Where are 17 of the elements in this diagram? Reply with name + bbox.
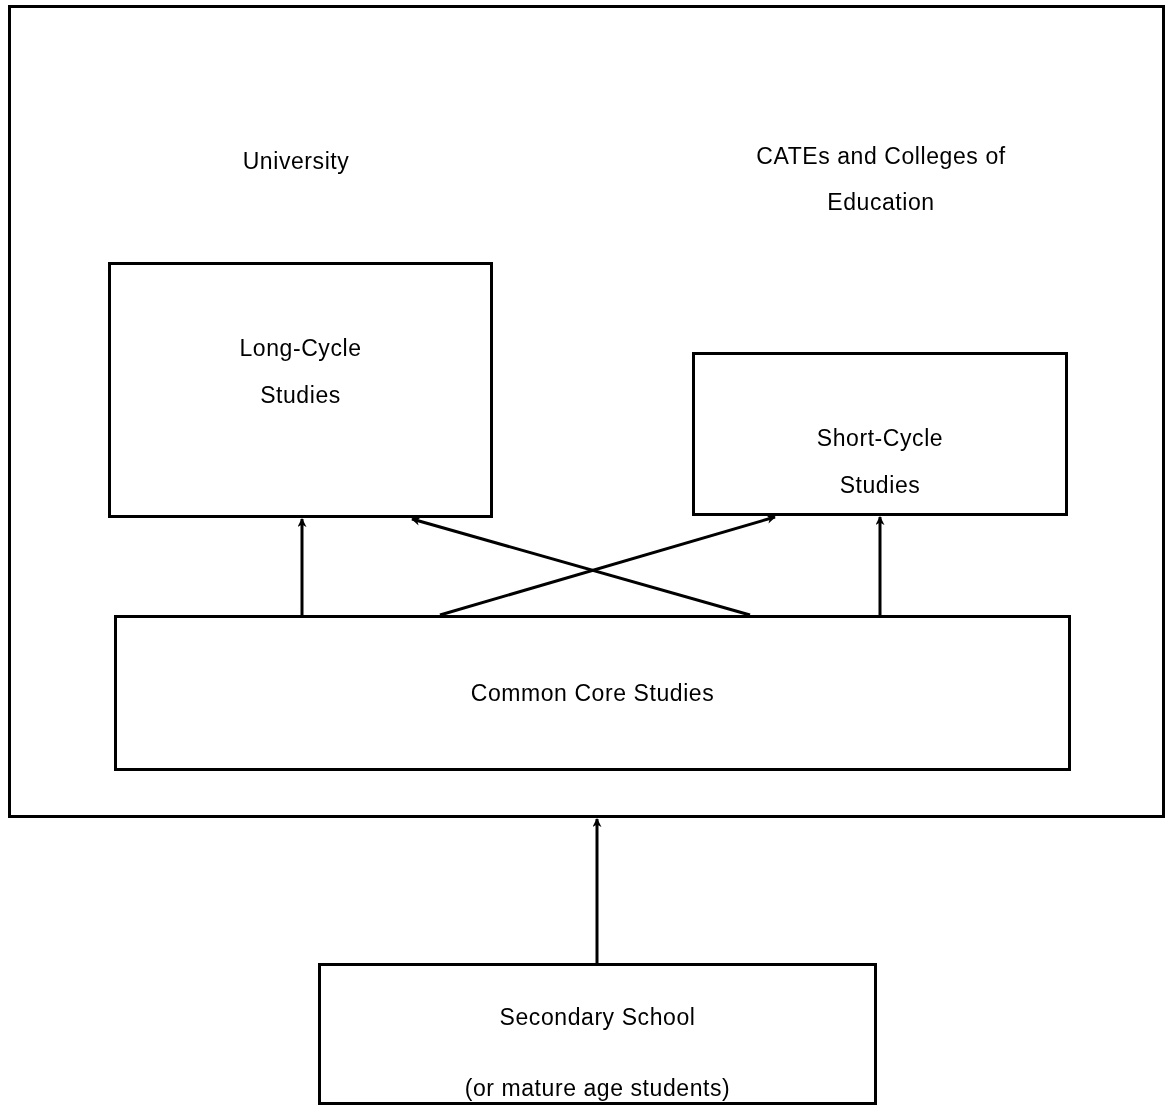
process-box xyxy=(108,262,493,518)
process-box xyxy=(692,352,1068,516)
process-box xyxy=(318,963,877,1105)
box-text: Secondary School xyxy=(499,1003,696,1032)
arrow xyxy=(297,518,307,615)
arrow xyxy=(592,818,602,963)
box-text: Common Core Studies xyxy=(470,678,715,708)
group-heading: CATEs and Colleges of Education xyxy=(755,142,1007,217)
enclosing-box xyxy=(8,5,1165,818)
box-text: Long-Cycle Studies xyxy=(238,334,363,410)
arrow xyxy=(439,514,776,617)
process-box xyxy=(114,615,1071,771)
box-text: (or mature age students) xyxy=(464,1074,731,1103)
arrow xyxy=(875,516,885,615)
group-heading: University xyxy=(241,147,351,176)
box-text: Short-Cycle Studies xyxy=(815,424,945,500)
arrow xyxy=(411,516,751,617)
